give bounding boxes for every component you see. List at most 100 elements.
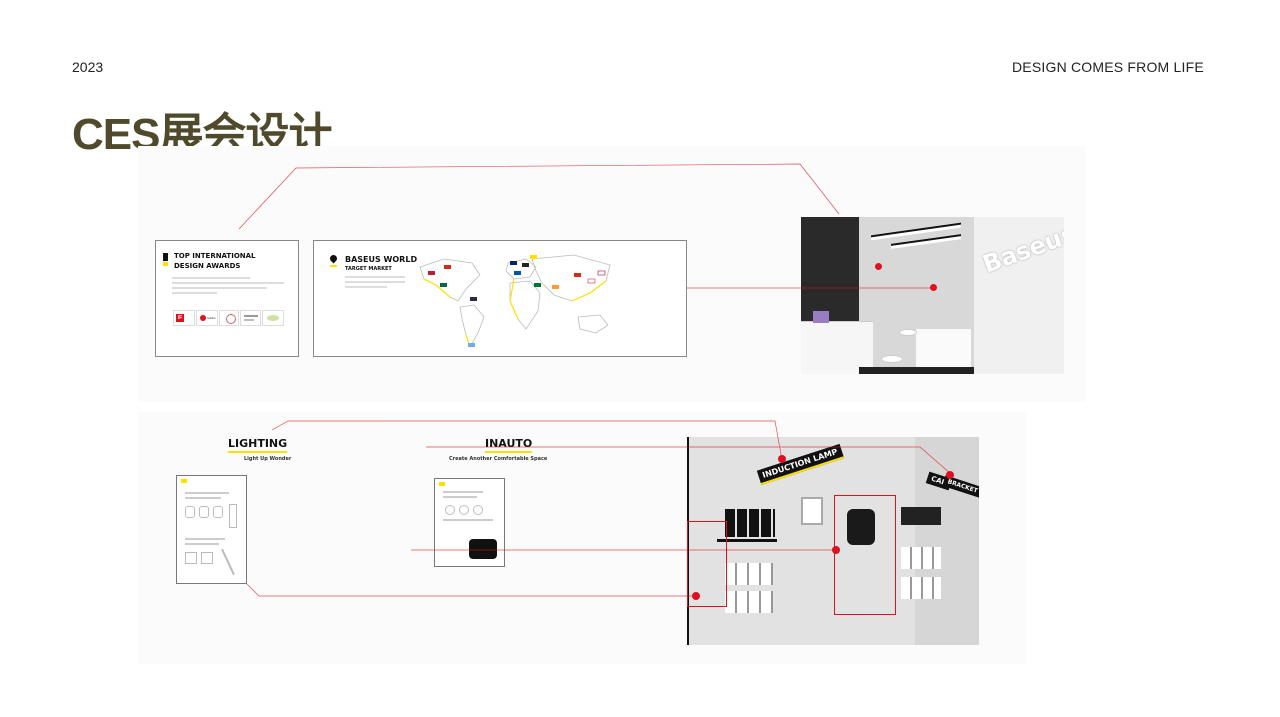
flag-uae [534,283,541,287]
reddot-icon [200,315,206,321]
lighting-product-bar [229,504,237,528]
booth-photo: Baseus [801,217,1064,374]
if-award-logo: iF [173,310,195,326]
wall-left-edge [687,437,689,645]
map-south-america [459,304,485,348]
booth-right-wall [974,217,1064,374]
lighting-product-icon-2 [199,506,209,518]
wall-marker-bracket [946,471,954,479]
wall-marker-center [832,546,840,554]
awards-title-line1: TOP INTERNATIONAL [174,252,256,260]
inauto-title: INAUTO [485,437,533,453]
highlight-box-left [687,521,727,607]
lighting-doc-badge [181,479,187,483]
inauto-doc-badge [439,482,445,486]
lighting-title: LIGHTING [228,437,288,453]
flag-china [574,273,581,277]
wall-hook-grid-2 [725,591,773,613]
flag-korea [587,278,596,284]
highlight-box-center [834,495,896,615]
booth-laptop [813,311,829,323]
lighting-doc-line-1 [185,492,229,494]
wall-marker-induction [778,455,786,463]
award-logo-3 [219,310,239,326]
wall-hook-grid-1 [725,563,773,585]
lighting-doc-line-3 [185,538,225,540]
product-screen [801,497,823,525]
award-logo-5 [262,310,284,326]
lamp-display-shelf [725,509,775,537]
lighting-doc-line-2 [185,497,221,499]
award-logo-4-mark2 [244,319,254,321]
inauto-car-mount-image [469,539,497,559]
car-mount-shelf [901,507,941,525]
tagline: DESIGN COMES FROM LIFE [1012,59,1204,75]
flag-uk [510,261,517,265]
flag-brazil [530,255,537,259]
car-mount-display [847,509,875,545]
lighting-subtitle: Light Up Wonder [244,456,292,462]
lighting-doc-thumbnail [176,475,247,584]
year-label: 2023 [72,59,104,75]
wall-marker-left [692,592,700,600]
flag-india [552,285,559,289]
inauto-doc-line-1 [443,491,483,493]
map-africa [509,280,541,330]
booth-marker-2 [930,284,937,291]
location-pin-base [330,265,337,267]
inauto-product-icon-2 [459,505,469,515]
award-pin-yellow [163,262,168,266]
inauto-doc-line-3 [443,519,493,521]
lighting-product-stand [221,548,235,576]
booth-table [916,329,971,369]
flag-germany [522,263,529,267]
booth-counter [801,321,873,374]
induction-lamp-sign: INDUCTION LAMP [756,443,844,486]
map-asia [531,254,611,302]
if-logo-mark: iF [176,314,184,322]
awards-body-text [172,277,284,294]
awards-title-line2: DESIGN AWARDS [174,262,241,270]
lamp-shelf-base [717,539,777,542]
award-logo-4-mark [244,315,258,317]
booth-stool-1 [881,355,903,363]
map-coast-highlight-1 [423,278,451,298]
map-flags [428,255,606,347]
flag-mexico [440,283,447,287]
lighting-product-icon-5 [201,552,213,564]
award-logo-4 [240,310,261,326]
map-australia [577,314,609,334]
market-title-line1: BASEUS WORLD [345,255,418,264]
inauto-doc-thumbnail [434,478,505,567]
inauto-doc-line-2 [443,496,477,498]
lighting-product-icon-1 [185,506,195,518]
map-europe [505,258,537,280]
leaf-icon [267,315,279,321]
map-coast-highlight-2 [509,278,519,320]
bracket-hook-grid-1 [901,547,941,569]
market-body-text [345,276,405,288]
inauto-product-icon-3 [473,505,483,515]
market-panel: BASEUS WORLD TARGET MARKET [313,240,687,357]
map-coast-highlight-3 [571,280,607,302]
reddot-text: reddot [207,316,216,320]
awards-panel: TOP INTERNATIONAL DESIGN AWARDS [155,240,299,357]
inauto-subtitle: Create Another Comfortable Space [449,456,548,462]
seal-icon [226,314,236,324]
flag-argentina [468,343,475,347]
bracket-hook-grid-2 [901,577,941,599]
world-map [419,254,611,348]
flag-usa [428,271,435,275]
flag-thailand [470,297,477,301]
reddot-award-logo: reddot [196,310,218,326]
lighting-doc-line-4 [185,543,219,545]
flag-japan [597,270,606,276]
location-pin-icon [328,253,339,264]
booth-floor [859,367,974,374]
market-title-line2: TARGET MARKET [345,266,392,272]
booth-stool-2 [899,329,917,336]
lighting-product-icon-4 [185,552,197,564]
wall-render: INDUCTION LAMP CAR BRACKET [687,437,979,645]
booth-dark-wall [801,217,859,327]
wall-right-face [915,437,979,645]
